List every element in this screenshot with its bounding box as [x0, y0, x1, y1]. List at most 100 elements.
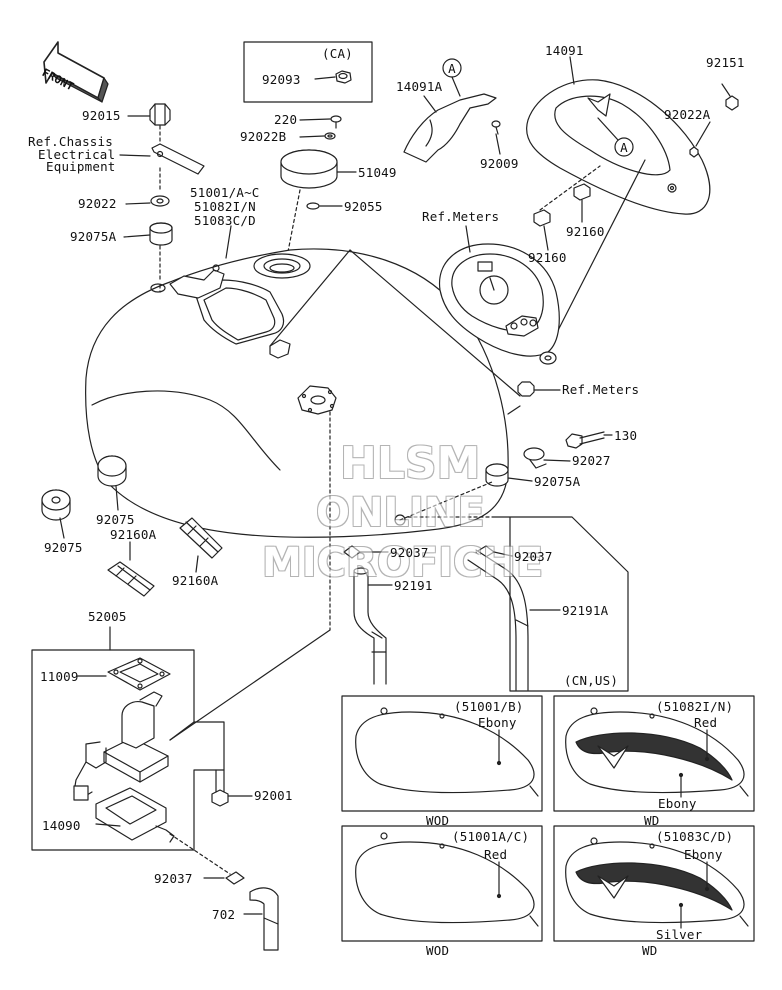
callout-51082: 51082I/N — [194, 199, 256, 214]
watermark-line3: MICROFICHE — [262, 540, 544, 586]
cushion-92075-left-icon — [41, 489, 71, 521]
callout-51083: 51083C/D — [194, 213, 256, 228]
variant-4-model: WD — [642, 943, 658, 958]
callout-702: 702 — [212, 907, 236, 922]
variant-2-color2: Ebony — [658, 796, 697, 811]
callout-92055: 92055 — [344, 199, 383, 214]
ref-meters-top: Ref.Meters — [422, 209, 500, 224]
ref-chassis-line2: Electrical — [38, 147, 116, 162]
variant-3-color: Red — [484, 847, 508, 862]
callout-92160-mid: 92160 — [528, 250, 567, 265]
variant-1-code: (51001/B) — [454, 699, 524, 714]
bolt-92001-icon — [211, 769, 229, 807]
callout-92151: 92151 — [706, 55, 745, 70]
callout-92075a-top: 92075A — [70, 229, 117, 244]
ref-meters-mid: Ref.Meters — [562, 382, 640, 397]
bolt-130-icon — [565, 431, 605, 449]
washer-92022a-icon — [689, 146, 699, 158]
variant-3-code: (51001A/C) — [452, 829, 530, 844]
callout-92022b: 92022B — [240, 129, 287, 144]
callout-14091: 14091 — [545, 43, 584, 58]
callout-92160a-right: 92160A — [172, 573, 219, 588]
callout-92027: 92027 — [572, 453, 611, 468]
callout-92075-center: 92075 — [96, 512, 135, 527]
watermark-line1: HLSM — [340, 438, 481, 489]
grommet-ref-meters-icon — [517, 381, 535, 397]
callout-92001: 92001 — [254, 788, 293, 803]
screw-92009-icon — [491, 120, 501, 135]
watermark-line2: ONLINE — [316, 490, 485, 536]
oring-92055-icon — [306, 202, 320, 210]
washer-92022b-icon — [324, 132, 336, 140]
ref-chassis-line1: Ref.Chassis — [28, 134, 113, 149]
speedometer-assembly-icon — [438, 243, 560, 365]
callout-a-right-circle — [614, 137, 634, 157]
callout-51001: 51001/A~C — [190, 185, 260, 200]
screw-92151-icon — [725, 95, 739, 111]
variant-box-51082in — [553, 695, 755, 812]
cushion-92075-center-icon — [97, 455, 127, 487]
nut-92093-icon — [335, 70, 352, 84]
callout-92191: 92191 — [394, 578, 433, 593]
callout-92160a-left: 92160A — [110, 527, 157, 542]
variant-box-51083cd — [553, 825, 755, 942]
hose-702-icon — [249, 887, 279, 951]
callout-92015: 92015 — [82, 108, 121, 123]
callout-92160-right: 92160 — [566, 224, 605, 239]
washer-92022-icon — [150, 195, 170, 207]
callout-52005: 52005 — [88, 609, 127, 624]
callout-14090: 14090 — [42, 818, 81, 833]
callout-a-left: A — [448, 61, 456, 76]
tank-graphic-red-icon — [565, 707, 749, 797]
callout-220: 220 — [274, 112, 298, 127]
grommet-92160-right-icon — [573, 183, 591, 201]
bolt-92015-icon — [149, 103, 171, 126]
variant-4-color2: Silver — [656, 927, 703, 942]
callout-92037-bottom: 92037 — [154, 871, 193, 886]
callout-11009: 11009 — [40, 669, 79, 684]
bracket-14091a-icon — [403, 93, 497, 163]
callout-92191a: 92191A — [562, 603, 609, 618]
gasket-11009-icon — [107, 657, 171, 691]
damper-92160a-right-icon — [179, 517, 223, 559]
collar-92027-icon — [523, 447, 547, 469]
variant-4-code: (51083C/D) — [656, 829, 734, 844]
callout-92022: 92022 — [78, 196, 117, 211]
cn-us-region-label: (CN,US) — [564, 673, 619, 688]
cushion-92075a-icon — [149, 222, 173, 246]
grommet-92160-mid-icon — [533, 209, 551, 227]
variant-box-51001b — [341, 695, 543, 812]
callout-92037-right: 92037 — [514, 549, 553, 564]
callout-92037-center: 92037 — [390, 545, 429, 560]
front-arrow-icon — [43, 41, 109, 103]
callout-130: 130 — [614, 428, 638, 443]
fuel-cap-51049-icon — [280, 149, 338, 189]
callout-51049: 51049 — [358, 165, 397, 180]
variant-2-code: (51082I/N) — [656, 699, 734, 714]
ref-chassis-line3: Equipment — [46, 159, 116, 174]
variant-1-color: Ebony — [478, 715, 517, 730]
callout-a-right: A — [620, 140, 628, 155]
tank-plain-red-icon — [355, 832, 539, 927]
variant-4-color: Ebony — [684, 847, 723, 862]
ca-region-label: (CA) — [322, 46, 353, 61]
fuel-pump-assembly-icon — [73, 691, 169, 801]
clip-92037-bottom-icon — [225, 871, 245, 885]
cushion-92075a-mid-icon — [485, 463, 509, 487]
variant-2-model: WD — [644, 813, 660, 828]
variant-2-color: Red — [694, 715, 718, 730]
callout-14091a: 14091A — [396, 79, 443, 94]
bracket-strap-icon — [151, 143, 205, 175]
variant-box-51001ac — [341, 825, 543, 942]
callout-92075-left: 92075 — [44, 540, 83, 555]
screw-220-icon — [330, 115, 342, 129]
variant-3-model: WOD — [426, 943, 450, 958]
callout-92093: 92093 — [262, 72, 301, 87]
variant-1-model: WOD — [426, 813, 450, 828]
tank-plain-ebony-icon — [355, 707, 539, 797]
fuel-tank-icon — [85, 248, 509, 538]
callout-92022a: 92022A — [664, 107, 711, 122]
callout-92075a-mid: 92075A — [534, 474, 581, 489]
